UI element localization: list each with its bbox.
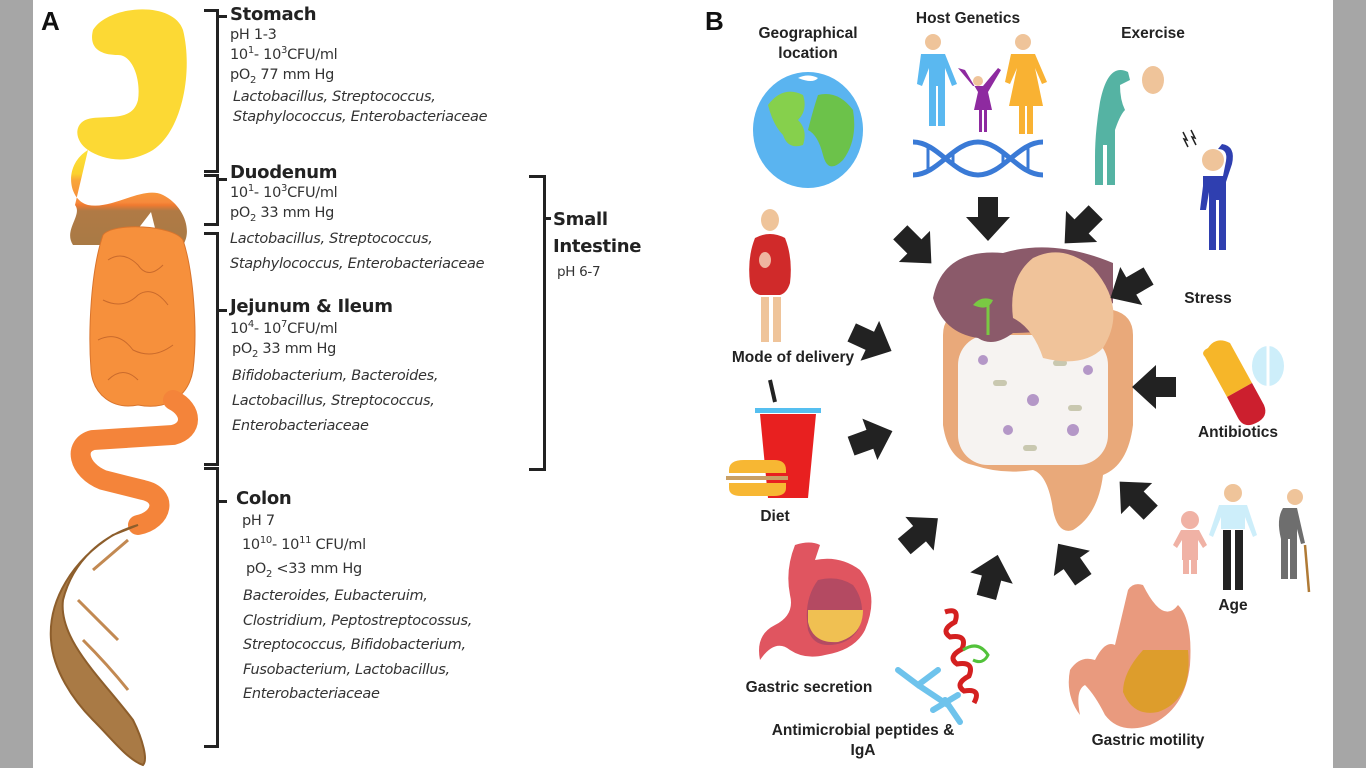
panel-b-label: B xyxy=(705,6,724,36)
stomach-po2: pO2 77 mm Hg xyxy=(230,67,335,86)
arrow-host-genetics xyxy=(966,197,1010,241)
stress-icon xyxy=(1182,129,1233,250)
age-icon xyxy=(1173,484,1311,593)
family-icon xyxy=(917,34,1047,134)
arrow-geographical xyxy=(884,216,947,279)
jejunum-ileum-po2: pO2 33 mm Hg xyxy=(232,341,337,360)
mother-icon xyxy=(749,209,791,342)
colon-bacteria-3: Streptococcus, Bifidobacterium, xyxy=(243,637,466,653)
exercise-icon xyxy=(1095,66,1164,185)
label-gastric-motility: Gastric motility xyxy=(1091,732,1205,749)
antibiotics-icon xyxy=(1203,340,1284,426)
arrow-age xyxy=(1104,466,1167,529)
arrow-diet xyxy=(843,410,900,467)
label-exercise: Exercise xyxy=(1121,25,1185,42)
diet-icon xyxy=(726,379,821,498)
panel-b-illustrations xyxy=(726,34,1311,729)
jejunum-ileum-bacteria-2: Lactobacillus, Streptococcus, xyxy=(232,393,435,409)
arrow-antimicrobial xyxy=(965,549,1019,604)
colon-ph: pH 7 xyxy=(242,513,275,529)
colon-cfu: 1010- 1011 CFU/ml xyxy=(242,535,366,553)
colon-bacteria-4: Fusobacterium, Lactobacillus, xyxy=(243,661,450,678)
arrows-layer xyxy=(842,196,1176,604)
arrow-gastric-motility xyxy=(1040,531,1102,593)
stomach-bacteria-2: Staphylococcus, Enterobacteriaceae xyxy=(233,109,488,125)
label-diet: Diet xyxy=(760,508,790,525)
duodenum-po2: pO2 33 mm Hg xyxy=(230,205,335,224)
stomach-section: Stomach pH 1-3 101- 103CFU/ml pO2 77 mm … xyxy=(230,4,488,127)
arrow-antibiotics xyxy=(1132,365,1176,409)
antibody-icon xyxy=(895,667,963,725)
jejunum-ileum-cfu: 104- 107CFU/ml xyxy=(230,319,338,337)
label-geographical-location: Geographical location xyxy=(758,25,858,62)
digestive-system-icon xyxy=(933,247,1133,531)
dna-icon xyxy=(912,139,1044,178)
colon-bacteria-2: Clostridium, Peptostreptocossus, xyxy=(243,612,473,629)
peptide-helix-icon xyxy=(943,608,990,705)
label-antibiotics: Antibiotics xyxy=(1197,424,1279,441)
duodenum-section: Duodenum 101- 103CFU/ml pO2 33 mm Hg Lac… xyxy=(230,162,485,274)
colon-bacteria-5: Enterobacteriaceae xyxy=(243,686,380,702)
jejunum-ileum-bacteria-1: Bifidobacterium, Bacteroides, xyxy=(232,368,439,384)
duodenum-cfu: 101- 103CFU/ml xyxy=(230,183,338,201)
small-intestine-section: Small Intestine pH 6-7 xyxy=(553,206,641,282)
gastric-secretion-icon xyxy=(759,542,872,660)
gi-tract-illustration xyxy=(49,9,198,767)
colon-bracket xyxy=(204,467,219,748)
small-intestine-title-2: Intestine xyxy=(553,236,642,257)
stomach-ph: pH 1-3 xyxy=(230,27,277,43)
duodenum-shape xyxy=(70,150,187,245)
arrow-mode-of-delivery xyxy=(842,312,901,371)
arrow-stress xyxy=(1099,256,1160,318)
jejunum-ileum-title: Jejunum & Ileum xyxy=(230,296,393,317)
panel-a-label: A xyxy=(41,6,60,36)
stomach-shape xyxy=(77,9,187,160)
label-antimicrobial-peptides: Antimicrobial peptides & IgA xyxy=(771,722,955,759)
colon-section: Colon pH 7 1010- 1011 CFU/ml pO2 <33 mm … xyxy=(236,488,472,707)
arrow-gastric-secretion xyxy=(890,501,953,564)
jejunum-ileum-bacteria-3: Enterobacteriaceae xyxy=(232,418,369,434)
label-age: Age xyxy=(1218,597,1248,614)
stomach-cfu: 101- 103CFU/ml xyxy=(230,45,338,63)
label-host-genetics: Host Genetics xyxy=(915,10,1021,27)
duodenum-bracket xyxy=(204,174,219,226)
stomach-bacteria-1: Lactobacillus, Streptococcus, xyxy=(233,89,436,105)
colon-shape xyxy=(49,524,146,767)
small-intestine-title-1: Small xyxy=(553,209,608,230)
arrow-exercise xyxy=(1049,196,1112,259)
jejunum-ileum-section: Jejunum & Ileum 104- 107CFU/ml pO2 33 mm… xyxy=(230,296,439,439)
label-mode-of-delivery: Mode of delivery xyxy=(731,349,855,366)
gastric-motility-icon xyxy=(1068,584,1191,729)
globe-icon xyxy=(753,72,863,188)
figure-canvas: A St xyxy=(33,0,1333,768)
duodenum-bacteria-1: Lactobacillus, Streptococcus, xyxy=(230,231,433,247)
colon-po2: pO2 <33 mm Hg xyxy=(246,561,362,580)
duodenum-title: Duodenum xyxy=(230,162,338,183)
colon-title: Colon xyxy=(236,488,292,509)
stomach-title: Stomach xyxy=(230,4,317,25)
label-gastric-secretion: Gastric secretion xyxy=(745,679,873,696)
jejunum-ileum-bracket xyxy=(204,232,219,466)
small-intestine-ph: pH 6-7 xyxy=(557,264,601,280)
colon-bacteria-1: Bacteroides, Eubacteruim, xyxy=(243,588,428,604)
label-stress: Stress xyxy=(1184,290,1232,307)
stomach-bracket xyxy=(204,9,219,173)
small-intestine-bracket xyxy=(529,175,546,471)
duodenum-bacteria-2: Staphylococcus, Enterobacteriaceae xyxy=(230,256,485,272)
